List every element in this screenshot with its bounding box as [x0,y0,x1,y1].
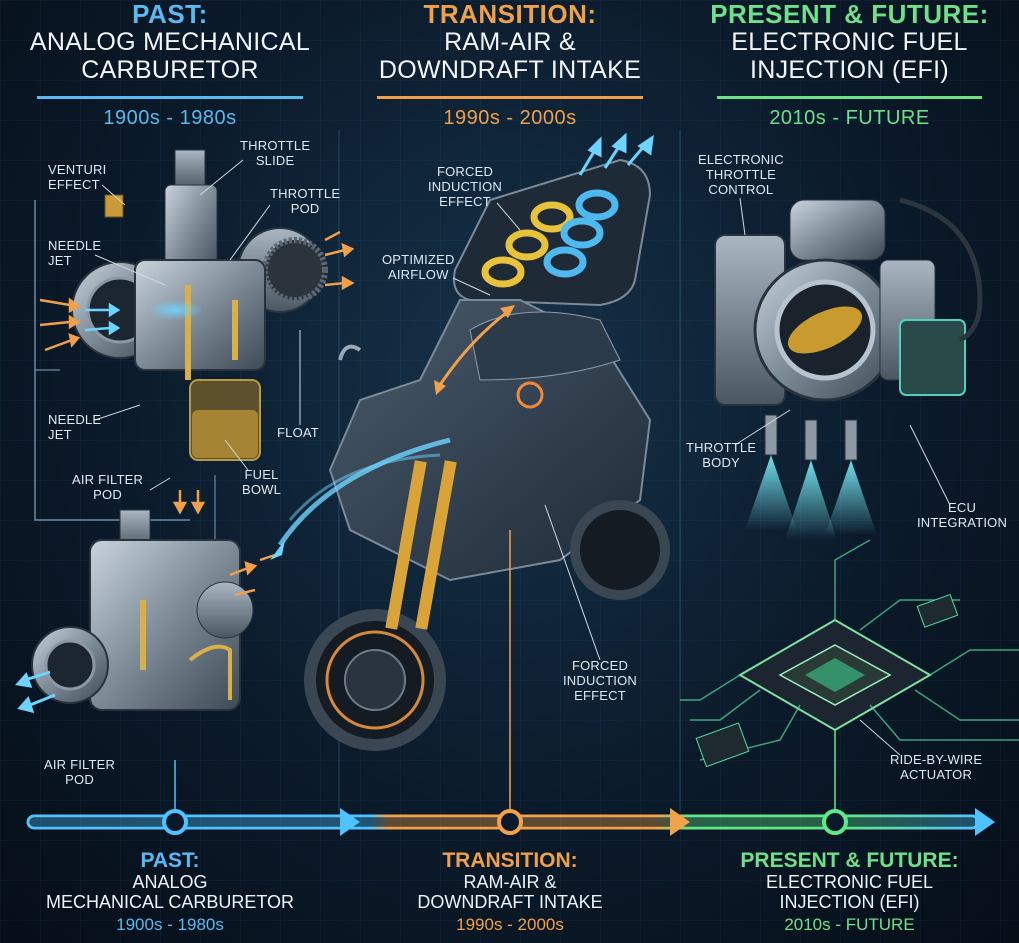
timeline [26,530,995,836]
header-era: PAST: [132,0,208,29]
footer-title-line: ELECTRONIC FUEL [765,872,934,892]
header-title-line: ELECTRONIC FUEL [731,28,968,56]
header-rule [717,96,982,99]
footer-dates: 1900s - 1980s [116,915,224,934]
motorcycle-icon [304,299,670,751]
ecu-chip-icon [738,618,932,732]
footer-era: PRESENT & FUTURE: [740,849,959,872]
header-rule [377,96,643,99]
label-float: FLOAT [277,425,319,440]
footer-era: PAST: [140,849,200,872]
footer-title-line: INJECTION (EFI) [779,892,920,912]
footer-dates: 2010s - FUTURE [784,915,915,934]
header-past: PAST: ANALOG MECHANICAL CARBURETOR 1900s… [0,0,340,129]
footer-present: PRESENT & FUTURE: ELECTRONIC FUEL INJECT… [680,850,1019,936]
header-title-line: RAM-AIR & [444,28,576,56]
throttle-body-icon [714,197,983,406]
header-era: TRANSITION: [423,0,597,29]
footer-transition: TRANSITION: RAM-AIR & DOWNDRAFT INTAKE 1… [340,850,680,936]
header-era: PRESENT & FUTURE: [710,0,989,29]
header-dates: 1990s - 2000s [443,107,577,129]
airbox-icon [453,158,652,307]
carburetor-bottom-icon [31,509,254,711]
footer-past: PAST: ANALOG MECHANICAL CARBURETOR 1900s… [0,850,340,936]
header-transition: TRANSITION: RAM-AIR & DOWNDRAFT INTAKE 1… [340,0,680,129]
footer-title-line: RAM-AIR & [463,872,557,892]
header-title-line: INJECTION (EFI) [750,56,949,84]
header-title-line: ANALOG MECHANICAL [29,28,311,56]
header-rule [37,96,303,99]
footer-title-line: ANALOG [132,872,208,892]
header-dates: 1900s - 1980s [103,107,237,129]
footer-title-line: DOWNDRAFT INTAKE [417,892,603,912]
header-present: PRESENT & FUTURE: ELECTRONIC FUEL INJECT… [680,0,1019,129]
header-dates: 2010s - FUTURE [769,107,930,129]
footer-era: TRANSITION: [442,849,578,872]
footer-dates: 1990s - 2000s [456,915,564,934]
footer-title-line: MECHANICAL CARBURETOR [45,892,295,912]
header-title-line: CARBURETOR [81,56,259,84]
header-title-line: DOWNDRAFT INTAKE [378,56,642,84]
